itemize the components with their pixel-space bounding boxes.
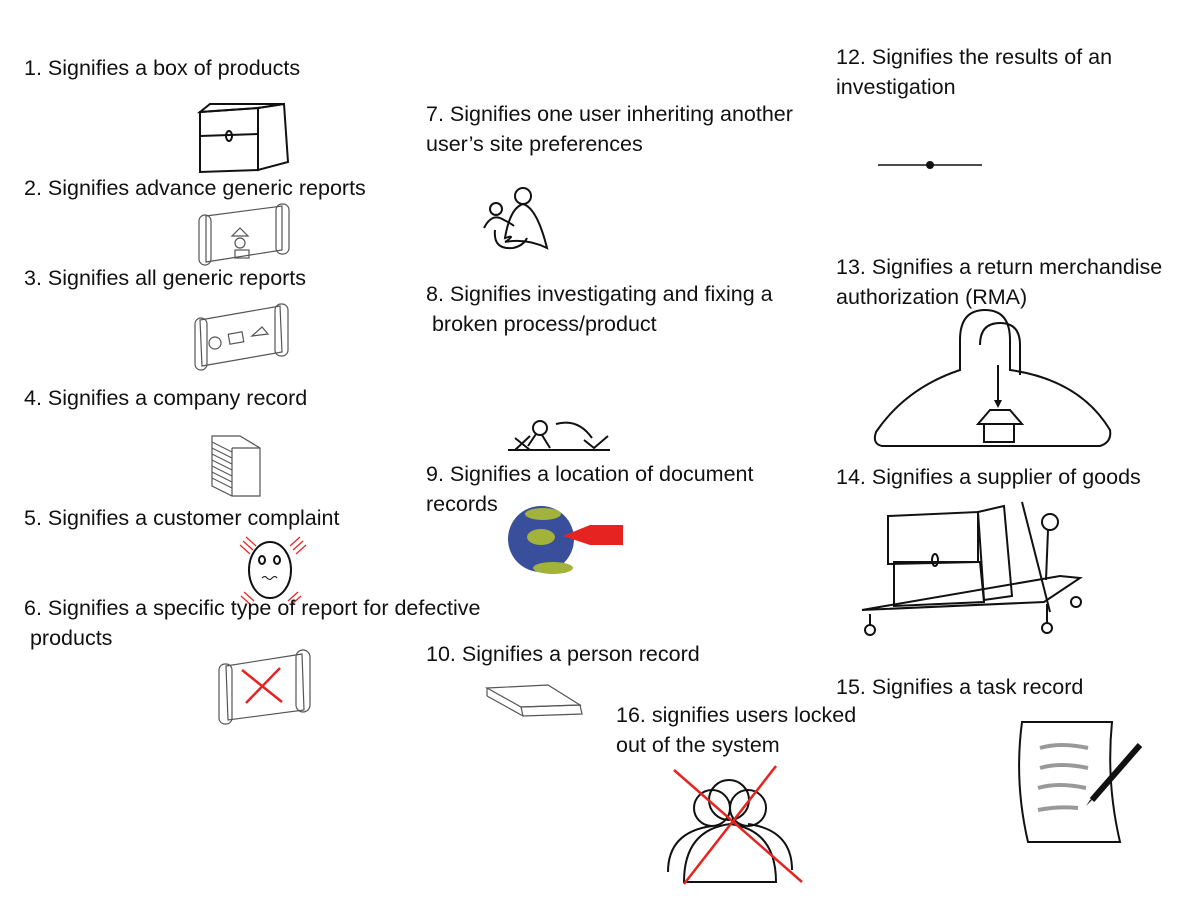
label-9: 9. Signifies a location of document recor… [426, 459, 753, 519]
label-7-line1: 7. Signifies one user inheriting another [426, 102, 793, 126]
investigation-results-icon [878, 161, 982, 169]
user-inheritance-icon [483, 187, 549, 250]
company-record-icon [211, 435, 261, 497]
label-8: 8. Signifies investigating and fixing a … [426, 279, 773, 339]
label-5: 5. Signifies a customer complaint [24, 506, 340, 530]
label-13-line2: authorization (RMA) [836, 285, 1028, 309]
users-locked-out-icon [667, 765, 803, 885]
label-12: 12. Signifies the results of an investiga… [836, 42, 1112, 102]
label-14: 14. Signifies a supplier of goods [836, 465, 1141, 489]
label-8-line2: broken process/product [426, 312, 657, 336]
document-location-globe-icon [508, 506, 623, 574]
label-16-line1: 16. signifies users locked [616, 703, 857, 727]
all-generic-reports-icon [194, 303, 289, 371]
customer-complaint-icon [239, 536, 307, 606]
label-6-line2: products [24, 626, 113, 650]
task-record-icon [1018, 721, 1143, 843]
defective-report-icon [218, 649, 311, 725]
label-4: 4. Signifies a company record [24, 386, 308, 410]
label-13-line1: 13. Signifies a return merchandise [836, 255, 1163, 279]
advance-generic-reports-icon [198, 203, 290, 266]
person-record-icon [484, 684, 583, 717]
label-10: 10. Signifies a person record [426, 642, 700, 666]
label-12-line2: investigation [836, 75, 956, 99]
label-3: 3. Signifies all generic reports [24, 266, 307, 290]
label-6-line1: 6. Signifies a specific type of report f… [24, 596, 481, 620]
rma-icon [873, 308, 1112, 447]
supplier-of-goods-icon [861, 501, 1083, 636]
label-7: 7. Signifies one user inheriting another… [426, 99, 793, 159]
label-9-line1: 9. Signifies a location of document [426, 462, 754, 486]
label-12-line1: 12. Signifies the results of an [836, 45, 1113, 69]
label-6: 6. Signifies a specific type of report f… [24, 593, 481, 653]
label-2: 2. Signifies advance generic reports [24, 176, 366, 200]
label-7-line2: user’s site preferences [426, 132, 643, 156]
investigate-fix-icon [508, 420, 610, 451]
box-of-products-icon [196, 102, 290, 174]
label-16: 16. signifies users locked out of the sys… [616, 700, 856, 760]
label-13: 13. Signifies a return merchandise author… [836, 252, 1162, 312]
label-8-line1: 8. Signifies investigating and fixing a [426, 282, 773, 306]
label-1: 1. Signifies a box of products [24, 56, 301, 80]
label-16-line2: out of the system [616, 733, 780, 757]
label-9-line2: records [426, 492, 498, 516]
label-15: 15. Signifies a task record [836, 675, 1084, 699]
